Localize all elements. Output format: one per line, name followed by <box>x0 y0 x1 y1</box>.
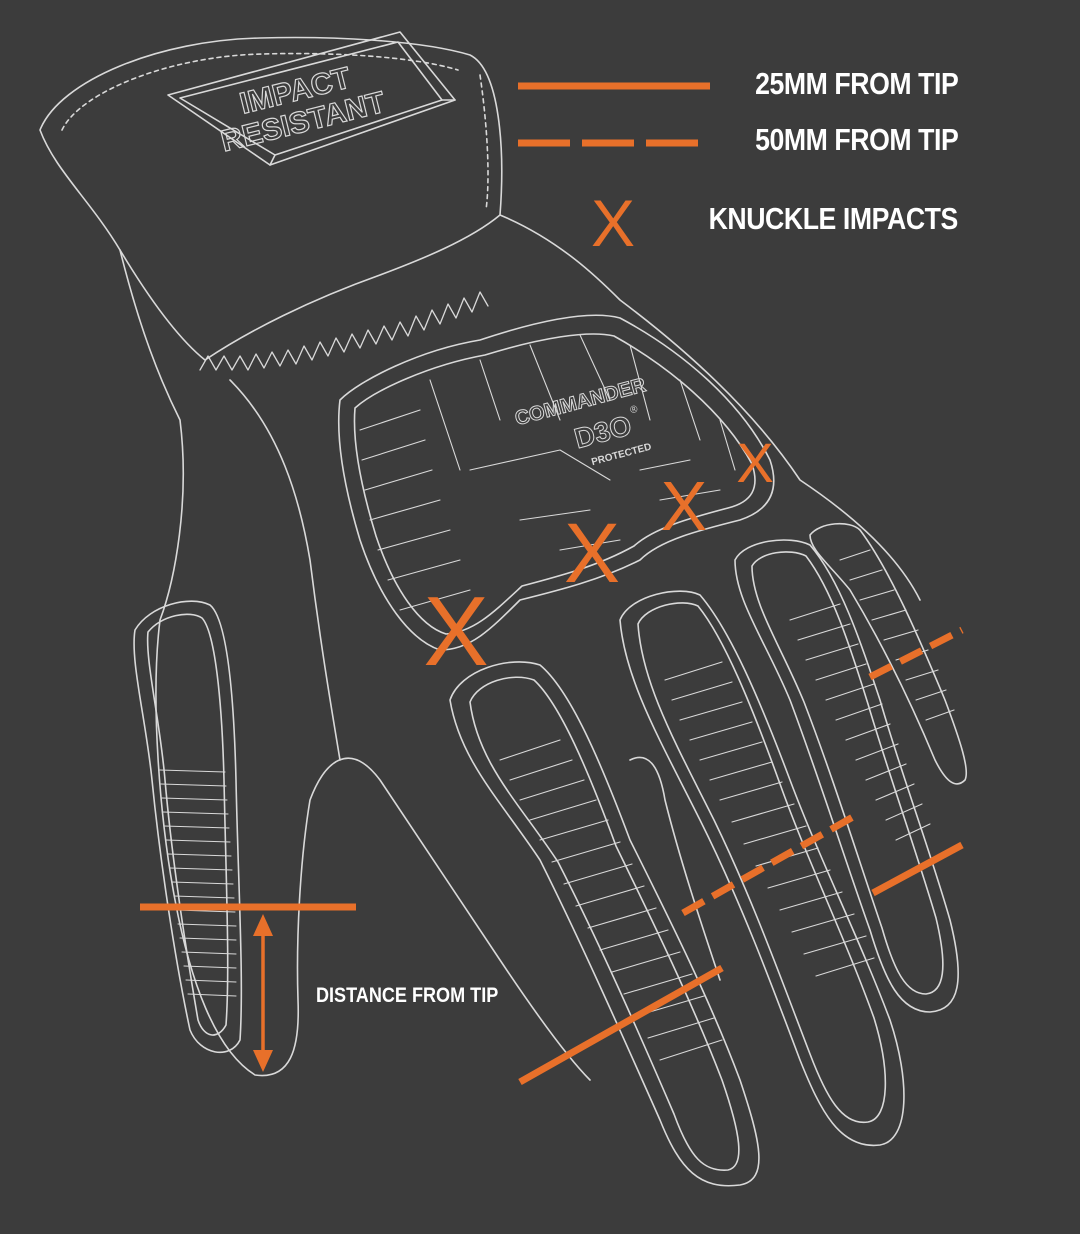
glove-outline <box>39 31 968 1187</box>
arrow-head-up <box>253 914 273 936</box>
palm-crease <box>229 379 341 761</box>
hand-body <box>119 249 591 1081</box>
knuckle-impact-marks: X X X X <box>423 431 773 686</box>
palm-underside <box>629 756 721 981</box>
knuckle-guard-outer <box>337 314 775 651</box>
knuckle-segments <box>359 334 736 611</box>
knuckle-guard-inner <box>353 333 756 635</box>
thumb-ribs <box>159 769 237 997</box>
knuckle-impact-1: X <box>423 576 488 686</box>
finger-ring-outer <box>734 539 959 1013</box>
measurement-lines <box>140 82 964 1086</box>
finger-index-ribs <box>499 739 723 1061</box>
impact-patch-bevel <box>269 99 456 166</box>
finger-ring-inner <box>751 551 944 995</box>
cuff-stitch-inner <box>479 74 489 211</box>
distance-arrow <box>253 914 273 1072</box>
pinky-50mm-line <box>868 626 964 681</box>
cuff-zigzag <box>199 291 489 371</box>
legend-25mm-label: 25MM FROM TIP <box>754 66 959 101</box>
hand-back <box>499 214 921 601</box>
thumb-guard-inner <box>146 613 229 1036</box>
svg-text:X: X <box>591 186 635 260</box>
finger-index-inner <box>469 676 740 1171</box>
impact-patch-text: IMPACT RESISTANT <box>217 61 389 159</box>
distance-from-tip-label: DISTANCE FROM TIP <box>316 984 499 1007</box>
cuff-stitch <box>61 52 459 131</box>
knuckle-branding: COMMANDER D3O ® PROTECTED <box>512 374 653 469</box>
finger-middle-inner <box>637 602 887 1124</box>
arrow-head-down <box>253 1050 273 1072</box>
finger-middle-outer <box>619 590 905 1147</box>
glove-cuff <box>39 36 503 361</box>
thumb-guard-outer <box>133 600 243 1054</box>
legend-50mm-label: 50MM FROM TIP <box>754 122 959 157</box>
middle-50mm-line <box>681 809 862 917</box>
knuckle-impact-4: X <box>736 431 773 494</box>
finger-pinky-outer <box>809 522 968 785</box>
finger-ring-ribs <box>789 603 931 841</box>
finger-middle-ribs <box>664 661 875 977</box>
d3o-registered: ® <box>629 404 640 417</box>
legend-x-mark: X <box>591 186 635 260</box>
knuckle-impact-2: X <box>564 506 620 600</box>
knuckle-impact-3: X <box>661 467 708 545</box>
finger-index-outer <box>449 661 760 1187</box>
ring-25mm-line <box>871 841 964 897</box>
legend-knuckle-label: KNUCKLE IMPACTS <box>708 201 959 236</box>
index-25mm-line <box>518 964 724 1086</box>
